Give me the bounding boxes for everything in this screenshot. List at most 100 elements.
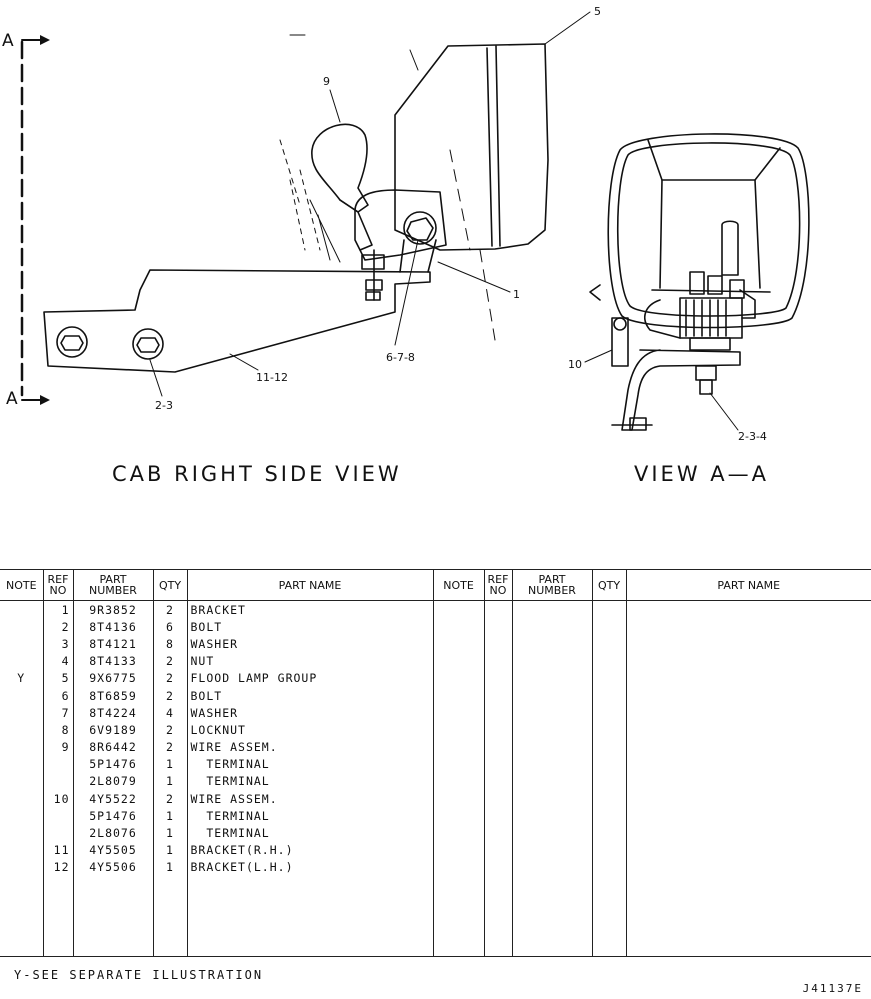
ref-cell: 6	[42, 686, 73, 705]
leader-lines-side	[149, 11, 591, 397]
ref-cell: 9	[42, 738, 73, 756]
wire-assembly-side-view	[279, 34, 496, 341]
ref-cell	[42, 772, 73, 791]
section-line-a-a	[20, 35, 50, 405]
part-name-cell: NUT	[186, 652, 433, 670]
part-name-cell: TERMINAL	[186, 755, 433, 773]
part-name-cell: TERMINAL	[186, 772, 433, 791]
footnote: Y-SEE SEPARATE ILLUSTRATION	[14, 968, 264, 982]
part-name-cell: WIRE ASSEM.	[186, 738, 433, 756]
side-view-title: CAB RIGHT SIDE VIEW	[112, 462, 402, 486]
ref-cell: 10	[42, 790, 73, 808]
ref-cell: 4	[42, 652, 73, 670]
part-number-cell: 2L8079	[72, 772, 153, 791]
part-number-cell: 8T4136	[72, 618, 153, 636]
part-number-cell: 9X6775	[72, 669, 153, 687]
part-number-cell: 5P1476	[72, 807, 153, 825]
qty-cell: 1	[152, 824, 187, 842]
qty-cell: 2	[152, 738, 187, 756]
part-name-cell: BRACKET(R.H.)	[186, 841, 433, 859]
note-cell	[0, 653, 43, 670]
callout-1: 1	[513, 288, 520, 301]
part-name-cell: BOLT	[186, 618, 433, 636]
header-part-name-2: PART NAME	[625, 569, 871, 601]
qty-cell: 2	[152, 669, 187, 687]
part-number-cell: 6V9189	[72, 721, 153, 739]
header-note-2: NOTE	[432, 569, 484, 601]
drawing-number: J41137E	[802, 982, 863, 995]
callout-5: 5	[594, 5, 601, 18]
table-filler-row	[0, 876, 871, 957]
terminal-block-front-view	[589, 271, 756, 431]
callout-6-7-8: 6-7-8	[386, 351, 415, 364]
note-cell	[0, 601, 43, 619]
part-name-cell: WASHER	[186, 704, 433, 722]
note-cell	[0, 842, 43, 859]
part-number-cell: 2L8076	[72, 824, 153, 842]
part-number-cell: 8T4133	[72, 652, 153, 670]
part-number-cell: 4Y5522	[72, 790, 153, 808]
section-marker-bottom: A	[6, 389, 18, 409]
note-cell	[0, 824, 43, 841]
ref-cell: 12	[42, 858, 73, 876]
part-number-cell: 8T4121	[72, 635, 153, 653]
qty-cell: 2	[152, 721, 187, 739]
qty-cell: 2	[152, 600, 187, 619]
ref-cell: 2	[42, 618, 73, 636]
qty-cell: 4	[152, 704, 187, 722]
part-name-cell: BOLT	[186, 686, 433, 705]
part-name-cell: BRACKET(L.H.)	[186, 858, 433, 876]
qty-cell: 2	[152, 790, 187, 808]
note-cell	[0, 790, 43, 807]
note-cell: Y	[17, 671, 26, 686]
part-number-cell: 8R6442	[72, 738, 153, 756]
section-view-title: VIEW A—A	[634, 462, 769, 486]
part-name-cell: FLOOD LAMP GROUP	[186, 669, 433, 687]
note-cell	[0, 721, 43, 738]
callout-10: 10	[568, 358, 582, 371]
qty-cell: 8	[152, 635, 187, 653]
callout-2-3: 2-3	[155, 399, 173, 412]
part-number-cell: 4Y5506	[72, 858, 153, 876]
part-number-cell: 8T4224	[72, 704, 153, 722]
part-name-cell: BRACKET	[186, 600, 433, 619]
part-name-cell: LOCKNUT	[186, 721, 433, 739]
note-cell	[0, 618, 43, 635]
header-part-name: PART NAME	[186, 569, 433, 601]
bracket-side-view	[43, 269, 431, 373]
part-number-cell: 4Y5505	[72, 841, 153, 859]
part-number-cell: 8T6859	[72, 686, 153, 705]
note-cell	[0, 704, 43, 721]
parts-illustration: A A	[2, 5, 810, 443]
header-qty-2: QTY	[591, 569, 626, 601]
leader-lines-section	[584, 349, 739, 431]
qty-cell: 6	[152, 618, 187, 636]
qty-cell: 1	[152, 772, 187, 791]
header-qty: QTY	[152, 569, 187, 601]
part-name-cell: WASHER	[186, 635, 433, 653]
ref-cell: 3	[42, 635, 73, 653]
note-cell	[0, 773, 43, 790]
note-cell	[0, 739, 43, 756]
callout-9: 9	[323, 75, 330, 88]
qty-cell: 2	[152, 686, 187, 705]
callout-11-12: 11-12	[256, 371, 288, 384]
qty-cell: 1	[152, 755, 187, 773]
ref-cell: 8	[42, 721, 73, 739]
ref-cell: 5	[42, 669, 73, 687]
